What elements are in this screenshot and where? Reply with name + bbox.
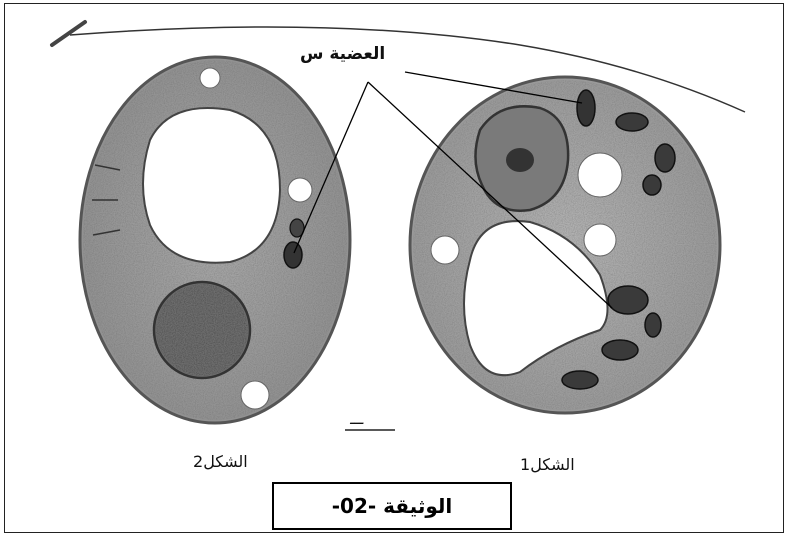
organelle-x-label: العضية س: [300, 44, 385, 64]
cell-figure-1: [410, 77, 720, 413]
cell-1-mitochondrion: [602, 340, 638, 360]
figure-1-label: الشكل1: [520, 455, 575, 474]
cell-2-vesicle: [200, 68, 220, 88]
cell-1-mitochondrion: [655, 144, 675, 172]
cell-figure-2: [80, 57, 350, 423]
cell-1-mitochondrion: [645, 313, 661, 337]
cell-1-nucleolus: [506, 148, 534, 172]
cell-1-mitochondrion: [577, 90, 595, 126]
figure-2-label: الشكل2: [193, 452, 248, 471]
cell-1-vesicle: [578, 153, 622, 197]
cell-2-vesicle: [288, 178, 312, 202]
cell-1-mitochondrion: [643, 175, 661, 195]
cell-2-vacuole: [143, 108, 280, 263]
cell-2-vesicle: [241, 381, 269, 409]
cell-2-mitochondrion: [284, 242, 302, 268]
document-title-box: الوثيقة -02-: [272, 482, 512, 530]
cell-1-mitochondrion: [562, 371, 598, 389]
cell-1-vesicle: [431, 236, 459, 264]
cell-1-vesicle: [584, 224, 616, 256]
cell-1-mitochondrion: [616, 113, 648, 131]
document-title: الوثيقة -02-: [332, 494, 453, 518]
cell-2-nucleus-texture: [156, 284, 248, 376]
scale-label: ـــ: [350, 410, 363, 428]
cell-1-mitochondrion: [608, 286, 648, 314]
